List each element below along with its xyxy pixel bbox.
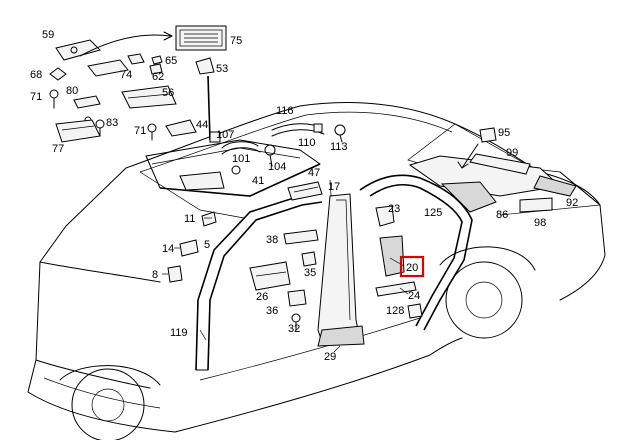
callout-71-lower: 71 xyxy=(134,125,146,137)
callout-113: 113 xyxy=(330,141,348,153)
callout-44: 44 xyxy=(196,119,208,131)
c-pillar-trim xyxy=(359,174,473,331)
callout-62: 62 xyxy=(152,71,164,83)
callout-41: 41 xyxy=(252,175,264,187)
roof-liner-rail xyxy=(145,139,321,197)
leader-lines xyxy=(162,217,409,353)
callout-38: 38 xyxy=(266,234,278,246)
callout-98: 98 xyxy=(534,217,546,229)
callout-14: 14 xyxy=(162,243,174,255)
callout-77: 77 xyxy=(52,143,64,155)
callout-110: 110 xyxy=(298,137,316,149)
callout-125: 125 xyxy=(424,207,442,219)
callout-59: 59 xyxy=(42,29,54,41)
rear-shelf xyxy=(408,153,577,213)
small-parts xyxy=(49,25,497,331)
callout-17: 17 xyxy=(328,181,340,193)
callout-86: 86 xyxy=(496,209,508,221)
callout-83: 83 xyxy=(106,117,118,129)
highlight-box-callout-20 xyxy=(399,255,425,278)
callout-35: 35 xyxy=(304,267,316,279)
callout-56: 56 xyxy=(162,87,174,99)
callout-65: 65 xyxy=(165,55,177,67)
callout-47: 47 xyxy=(308,167,320,179)
callout-26: 26 xyxy=(256,291,268,303)
callout-53: 53 xyxy=(216,63,228,75)
callout-36: 36 xyxy=(266,305,278,317)
callout-99: 99 xyxy=(506,147,518,159)
callout-5: 5 xyxy=(204,239,210,251)
callout-101: 101 xyxy=(232,153,250,165)
callout-8: 8 xyxy=(152,269,158,281)
callout-128: 128 xyxy=(386,305,404,317)
callout-119: 119 xyxy=(170,327,188,339)
callout-80: 80 xyxy=(66,85,78,97)
callout-32: 32 xyxy=(288,323,300,335)
callout-68: 68 xyxy=(30,69,42,81)
callout-74: 74 xyxy=(120,69,132,81)
callout-11: 11 xyxy=(184,213,195,225)
callout-29: 29 xyxy=(324,351,336,363)
callout-23: 23 xyxy=(388,203,400,215)
callout-95: 95 xyxy=(498,127,510,139)
callout-24: 24 xyxy=(408,290,420,302)
callout-107: 107 xyxy=(216,129,234,141)
callout-116: 116 xyxy=(276,105,294,117)
callout-104: 104 xyxy=(268,161,286,173)
car-body-outline xyxy=(27,102,606,440)
callout-75: 75 xyxy=(230,35,242,47)
callout-71-upper: 71 xyxy=(30,91,42,103)
b-pillar-trim xyxy=(317,193,365,347)
callout-20: 20 xyxy=(406,262,418,274)
callout-labels: 59 75 68 74 65 62 53 71 80 56 83 77 71 4… xyxy=(30,29,578,363)
callout-92: 92 xyxy=(566,197,578,209)
